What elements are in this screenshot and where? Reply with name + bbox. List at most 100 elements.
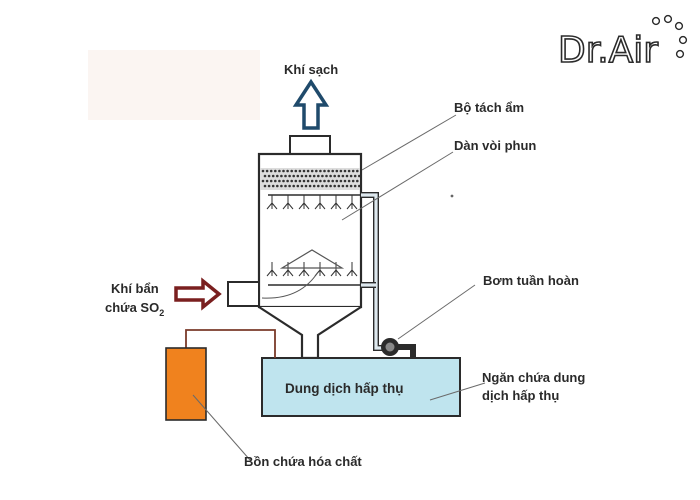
tank-compartment-label-line2: dịch hấp thụ	[482, 388, 559, 403]
packing-dot	[331, 179, 335, 183]
packing-dot	[261, 169, 265, 173]
packing-dot	[323, 179, 326, 183]
inlet-gas-flow	[261, 271, 319, 299]
packing-dot	[343, 179, 347, 183]
spray-nozzle-icon	[346, 195, 358, 210]
packing-dot	[325, 174, 328, 178]
spray-nozzle-icon	[298, 195, 310, 210]
packing-dot	[284, 174, 287, 178]
packing-dot	[358, 184, 361, 188]
spray-header-lower	[266, 262, 375, 286]
packing-dot	[306, 169, 310, 173]
packing-dot	[302, 169, 306, 173]
packing-dot	[267, 184, 271, 188]
packing-dot	[333, 184, 337, 188]
leader-tank-compartment	[429, 382, 486, 401]
packing-dot	[308, 174, 312, 178]
packing-dot	[333, 174, 337, 178]
mist-eliminator-packing	[260, 168, 361, 190]
packing-dot	[343, 169, 347, 173]
spray-header-upper	[266, 194, 375, 210]
packing-dot	[300, 174, 304, 178]
leader-chemical-tank	[192, 394, 251, 461]
spray-nozzle-icon	[266, 262, 278, 277]
recirculation-pipe	[361, 192, 382, 351]
circulation-pump-label: Bơm tuần hoàn	[483, 273, 579, 288]
spray-nozzle-icon	[330, 262, 342, 277]
dirty-air-label-main: chứa SO	[105, 300, 159, 315]
packing-dot	[310, 179, 314, 183]
packing-dot	[300, 184, 304, 188]
spray-nozzle-icon	[282, 262, 294, 277]
leader-spray-nozzles	[341, 151, 454, 221]
packing-dot	[345, 174, 349, 178]
packing-dot	[327, 179, 330, 183]
packing-dot	[280, 174, 283, 178]
packing-dot	[337, 184, 341, 188]
chemical-tank	[165, 347, 207, 421]
packing-dot	[304, 184, 308, 188]
spray-nozzle-icon	[314, 195, 326, 210]
logo-text: Dr.Air	[558, 30, 658, 71]
packing-dot	[263, 174, 267, 178]
packing-dot	[265, 169, 269, 173]
spray-nozzle-icon	[346, 262, 358, 277]
packing-dot	[312, 184, 316, 188]
packing-dot	[276, 174, 279, 178]
packing-dot	[353, 174, 357, 178]
logo-dot	[651, 16, 661, 26]
clean-air-outlet-arrow	[292, 78, 330, 130]
packing-dot	[276, 184, 279, 188]
packing-dot	[335, 169, 339, 173]
packing-dot	[274, 169, 277, 173]
dirty-air-label-line1: Khí bẩn	[111, 281, 159, 296]
mist-eliminator-label: Bộ tách ẩm	[454, 100, 524, 115]
packing-dot	[306, 179, 310, 183]
packing-dot	[271, 184, 275, 188]
packing-dot	[331, 169, 335, 173]
packing-dot	[321, 184, 324, 188]
packing-dot	[327, 169, 330, 173]
packing-dot	[341, 174, 345, 178]
packing-dot	[282, 169, 285, 173]
dirty-air-label-subscript: 2	[159, 308, 164, 318]
packing-dot	[290, 169, 294, 173]
packing-dot	[288, 174, 291, 178]
logo-dot	[663, 14, 673, 24]
packing-dot	[349, 174, 353, 178]
dr-air-logo: Dr.Air	[557, 14, 688, 72]
spray-nozzles-label: Dàn vòi phun	[454, 138, 536, 153]
tank-compartment-label-line1: Ngăn chứa dung	[482, 370, 585, 385]
packing-dot	[278, 169, 281, 173]
packing-dot	[269, 169, 273, 173]
packing-dot	[317, 184, 320, 188]
background-smudge	[88, 50, 260, 120]
leader-pump	[397, 284, 476, 340]
packing-dot	[284, 184, 287, 188]
outlet-nozzle	[289, 135, 331, 155]
packing-dot	[302, 179, 306, 183]
packing-dot	[278, 179, 281, 183]
absorbent-solution-label: Dung dịch hấp thụ	[285, 381, 403, 396]
spray-nozzle-icon	[282, 195, 294, 210]
spray-nozzle-icon	[298, 262, 310, 277]
packing-dot	[261, 179, 265, 183]
dirty-air-label-line2: chứa SO2	[105, 300, 164, 318]
packing-dot	[339, 169, 343, 173]
packing-dot	[265, 179, 269, 183]
packing-dot	[315, 169, 318, 173]
packing-dot	[267, 174, 271, 178]
packing-dot	[280, 184, 283, 188]
packing-dot	[321, 174, 324, 178]
packing-dot	[356, 179, 359, 183]
gas-distributor-hood	[279, 249, 345, 269]
packing-dot	[263, 184, 267, 188]
logo-dot	[674, 21, 684, 31]
packing-dot	[282, 179, 285, 183]
packing-dot	[296, 174, 300, 178]
packing-dot	[341, 184, 345, 188]
packing-dot	[323, 169, 326, 173]
packing-dot	[310, 169, 314, 173]
packing-dot	[345, 184, 349, 188]
packing-dot	[274, 179, 277, 183]
